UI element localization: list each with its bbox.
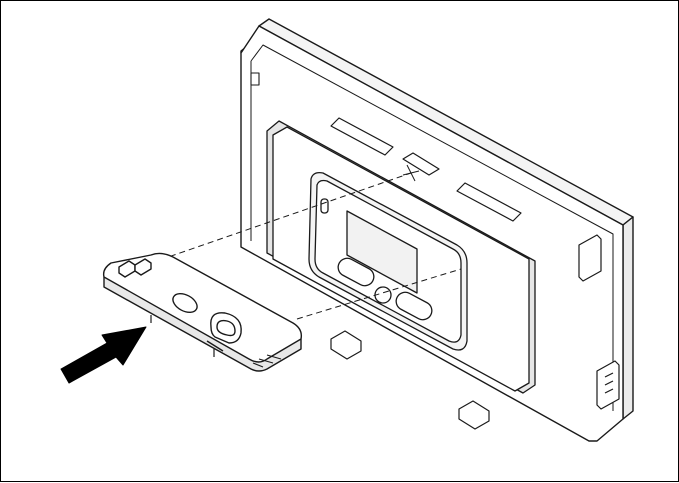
insert-arrow-icon bbox=[60, 326, 147, 384]
module-clip-inner bbox=[216, 319, 236, 337]
guide-line-top bbox=[150, 172, 412, 264]
display-indicator bbox=[320, 198, 329, 214]
display-right-button bbox=[395, 291, 433, 321]
display-icon bbox=[308, 171, 468, 351]
module-tab-2 bbox=[134, 258, 152, 276]
display-left-button bbox=[337, 257, 375, 287]
housing-top-clips bbox=[330, 117, 522, 222]
guide-lines bbox=[150, 164, 462, 320]
module-oval-hole bbox=[172, 292, 198, 314]
housing-bottom-feet bbox=[330, 330, 490, 430]
guide-cross-2 bbox=[402, 170, 420, 176]
module-top-face bbox=[102, 252, 303, 363]
module-clip-line bbox=[206, 340, 224, 352]
housing-inner-rim bbox=[250, 44, 614, 411]
module-grip bbox=[252, 354, 282, 368]
insert-arrow-shape bbox=[60, 326, 147, 384]
housing-right-edge bbox=[622, 216, 634, 420]
control-module-icon bbox=[102, 252, 303, 372]
display-screen bbox=[346, 210, 418, 294]
guide-line-bottom bbox=[296, 268, 462, 320]
housing-right-latches bbox=[578, 234, 620, 410]
